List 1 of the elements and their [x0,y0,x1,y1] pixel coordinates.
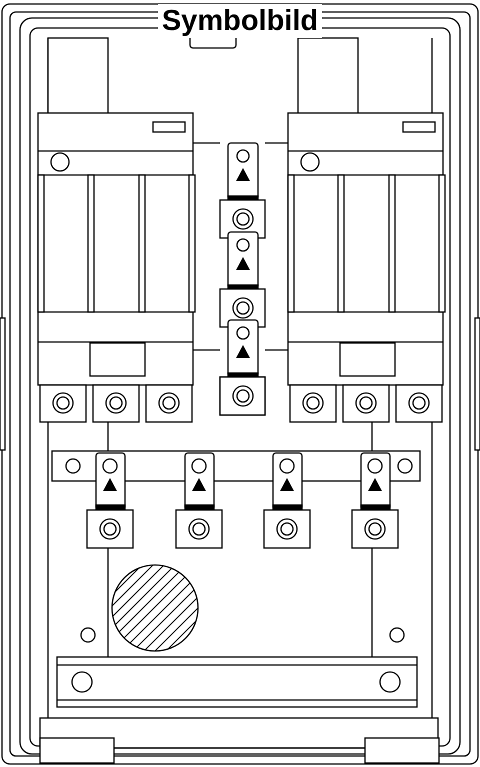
title: Symbolbild [158,4,322,38]
